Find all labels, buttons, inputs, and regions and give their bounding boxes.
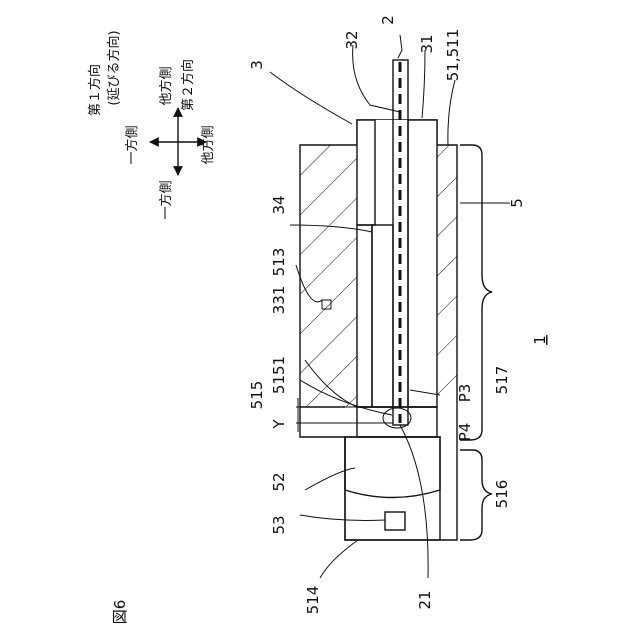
label-p4: P4 [456, 423, 474, 442]
label-1: 1 [531, 335, 549, 345]
other-side-label-a: 他方側 [158, 66, 174, 105]
label-y: Y [270, 419, 288, 430]
label-331: 331 [270, 286, 288, 315]
label-34: 34 [270, 195, 288, 214]
label-53: 53 [270, 515, 288, 534]
label-517: 517 [493, 366, 511, 395]
dir2-label: 第２方向 [180, 59, 196, 111]
label-31: 31 [418, 34, 436, 53]
one-side-label-b: 一方側 [158, 180, 174, 219]
label-5151: 5151 [270, 356, 288, 394]
housing-516 [345, 437, 440, 540]
one-side-label-a: 一方側 [124, 125, 140, 164]
label-32: 32 [343, 30, 361, 49]
label-5: 5 [508, 198, 526, 208]
dir1-sub-label: (延びる方向) [106, 30, 122, 105]
label-21: 21 [416, 590, 434, 609]
bracket-517-516 [460, 145, 492, 540]
part-53 [385, 512, 405, 530]
figure-label: 図6 [111, 600, 129, 625]
label-p3: P3 [456, 384, 474, 403]
label-516: 516 [493, 480, 511, 509]
label-514: 514 [304, 586, 322, 615]
direction-indicator: 第１方向 (延びる方向) 第２方向 他方側 一方側 一方側 他方側 [87, 30, 216, 219]
dir1-label: 第１方向 [87, 64, 103, 116]
label-3: 3 [248, 60, 266, 70]
part-515 [357, 407, 437, 437]
label-51-511: 51,511 [444, 29, 462, 82]
part-52 [345, 437, 440, 498]
label-513: 513 [270, 248, 288, 277]
label-515: 515 [248, 381, 266, 410]
label-52: 52 [270, 472, 288, 491]
other-side-label-b: 他方側 [200, 125, 216, 164]
label-2: 2 [379, 15, 397, 25]
holder-3 [357, 60, 437, 425]
